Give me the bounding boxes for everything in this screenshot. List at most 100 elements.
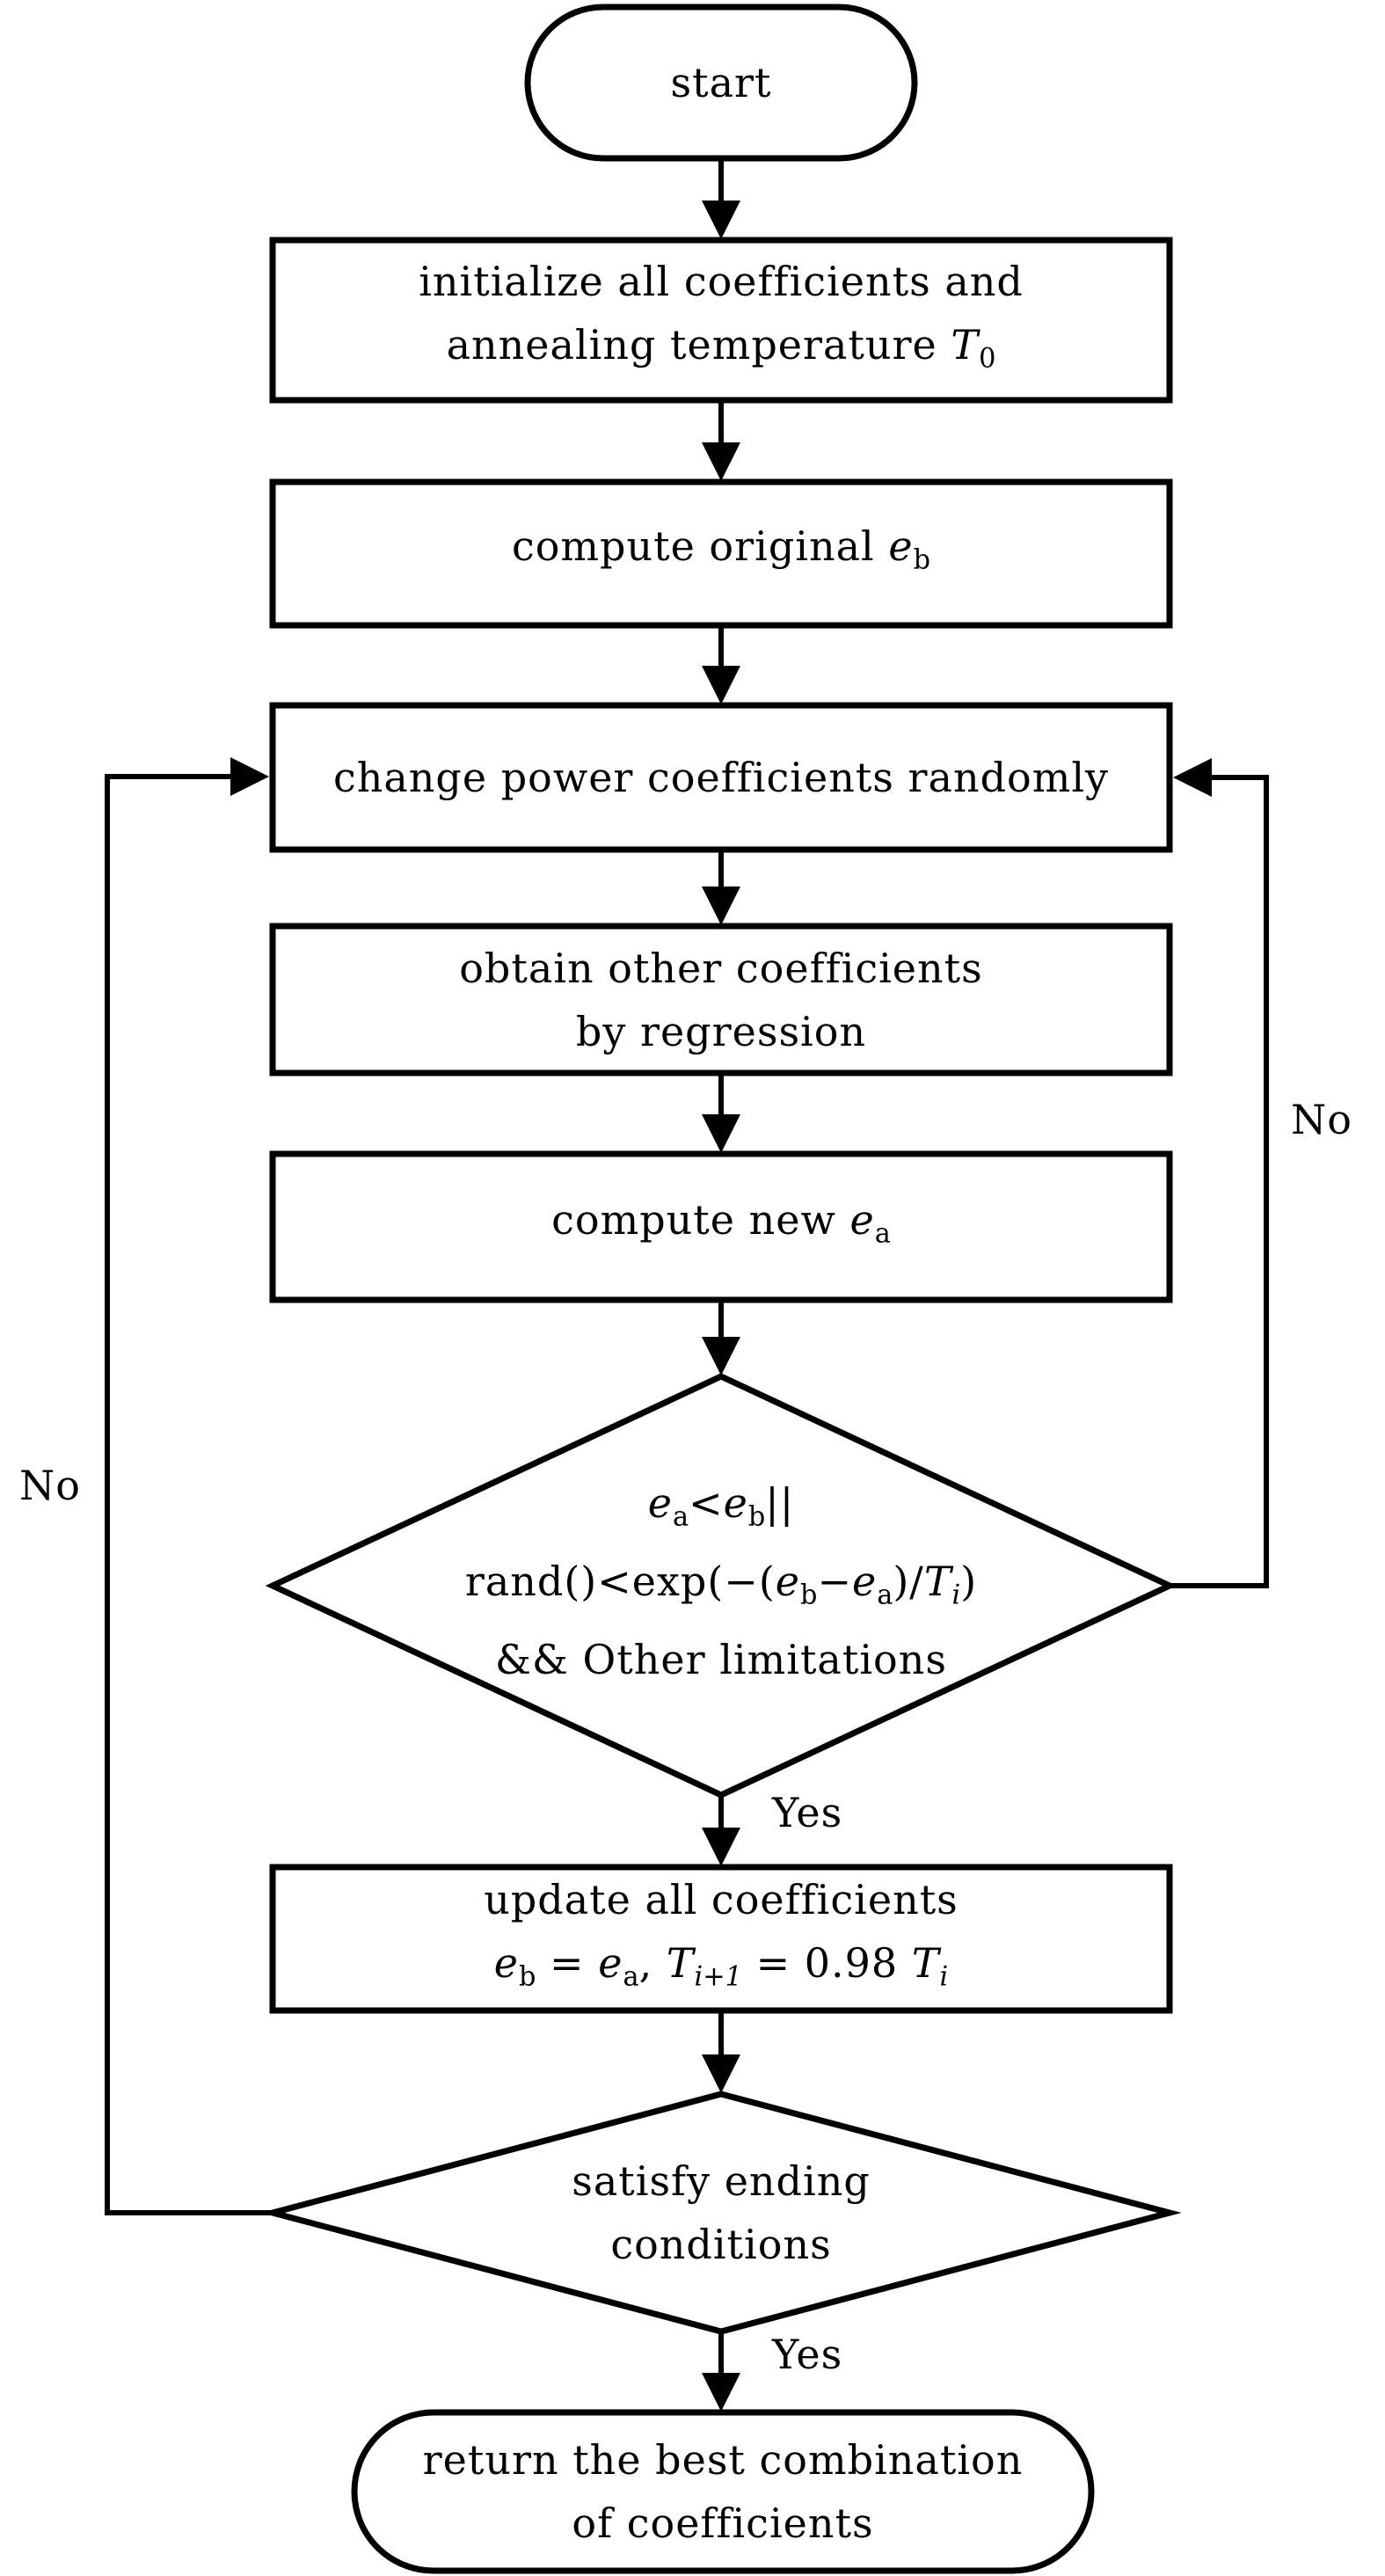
text-segment: e (888, 522, 914, 571)
text-segment: annealing temperature (446, 320, 951, 369)
text-segment: e (775, 1558, 801, 1605)
arrowhead-change-regress (702, 887, 740, 925)
text-segment: i (939, 1961, 949, 1993)
accept-decision-label: ea<eb|| rand()<exp(−(eb−ea)/Ti) && Other… (325, 1436, 1117, 1726)
text-segment: return the best combination (422, 2436, 1024, 2484)
arrowhead-newea-accept (702, 1337, 740, 1376)
text-line: conditions (610, 2213, 831, 2276)
ending-decision-shape (260, 2091, 1182, 2335)
text-segment: update all coefficients (484, 1876, 959, 1924)
text-line: initialize all coefficients and (419, 250, 1024, 313)
orig-eb-process-label: compute original eb (273, 482, 1170, 625)
text-segment: a (672, 1502, 689, 1533)
text-segment: && Other limitations (495, 1635, 947, 1683)
text-line: satisfy ending (572, 2149, 871, 2213)
accept-decision-shape (265, 1373, 1177, 1799)
text-segment: < (689, 1479, 724, 1528)
text-line: && Other limitations (495, 1628, 947, 1691)
connector-accept-no-loop (1170, 775, 1269, 1588)
update-process-label: update all coefficients eb = ea, Ti+1 = … (273, 1867, 1170, 2010)
orig-eb-process-shape (269, 478, 1173, 629)
text-segment: )/ (893, 1558, 924, 1605)
text-line: by regression (576, 1000, 866, 1063)
text-segment: a (623, 1961, 639, 1993)
text-line: compute new ea (551, 1188, 891, 1266)
text-line: rand()<exp(−(eb−ea)/Ti) (465, 1550, 977, 1628)
new-ea-process-shape (269, 1150, 1173, 1303)
text-line: change power coefficients randomly (333, 746, 1109, 809)
text-segment: b (800, 1580, 818, 1611)
text-segment: 0 (979, 343, 996, 375)
text-segment: i+1 (694, 1961, 742, 1993)
arrowhead-init-origeb (702, 442, 740, 481)
arrowhead-ending-end (702, 2373, 740, 2412)
text-segment: compute original (511, 522, 889, 571)
text-segment: T (923, 1558, 952, 1605)
text-segment: compute new (551, 1195, 850, 1244)
arrowhead-ending-no-loop (230, 757, 269, 796)
text-segment: by regression (575, 1007, 867, 1055)
end-terminator-shape (351, 2409, 1095, 2574)
text-segment: conditions (610, 2221, 832, 2268)
text-segment: initialize all coefficients and (419, 257, 1024, 305)
change-process-shape (269, 702, 1173, 853)
text-segment: change power coefficients randomly (332, 754, 1110, 801)
arrowhead-accept-update (702, 1828, 740, 1866)
text-segment: obtain other coefficients (459, 944, 983, 992)
text-segment: b (913, 544, 931, 576)
text-segment: e (598, 1939, 623, 1988)
start-terminator-shape (524, 4, 918, 162)
text-segment: b (519, 1961, 536, 1993)
arrowhead-update-ending (702, 2054, 740, 2093)
change-process-label: change power coefficients randomly (273, 705, 1170, 850)
ending-no-label: No (19, 1462, 81, 1509)
text-segment: of coefficients (572, 2499, 874, 2547)
text-segment: = 0.98 (741, 1939, 912, 1988)
regress-process-shape (269, 923, 1173, 1076)
text-segment: a (874, 1218, 891, 1250)
text-segment: = (536, 1939, 599, 1988)
ending-decision-label: satisfy ending conditions (325, 2100, 1117, 2325)
text-line: ea<eb|| (648, 1471, 795, 1550)
regress-process-label: obtain other coefficients by regression (273, 926, 1170, 1073)
text-line: start (670, 59, 772, 106)
text-segment: || (765, 1479, 795, 1528)
text-line: compute original eb (512, 514, 930, 593)
text-segment: i (951, 1580, 961, 1611)
accept-yes-label: Yes (772, 1789, 843, 1836)
new-ea-process-label: compute new ea (273, 1154, 1170, 1300)
text-segment: satisfy ending (572, 2157, 871, 2205)
text-segment: , (638, 1939, 667, 1988)
init-process-label: initialize all coefficients and annealin… (273, 240, 1170, 400)
text-line: obtain other coefficients (459, 937, 983, 1000)
text-segment: T (911, 1939, 940, 1988)
text-segment: T (666, 1939, 695, 1988)
accept-no-label: No (1291, 1096, 1352, 1143)
text-segment: T (951, 320, 980, 369)
text-line: of coefficients (572, 2492, 873, 2555)
text-segment: a (877, 1580, 893, 1611)
end-terminator-label: return the best combination of coefficie… (354, 2412, 1091, 2571)
text-segment: ) (960, 1558, 978, 1605)
update-process-shape (269, 1864, 1173, 2014)
text-line: annealing temperature T0 (447, 313, 996, 391)
arrowhead-regress-newea (702, 1114, 740, 1153)
arrowhead-start-init (702, 201, 740, 239)
connector-ending-no-loop (105, 774, 273, 2215)
arrowhead-accept-no-loop (1173, 758, 1212, 797)
text-segment: e (849, 1195, 875, 1244)
init-process-shape (269, 237, 1173, 404)
text-segment: rand()<exp(−( (464, 1558, 776, 1605)
text-line: eb = ea, Ti+1 = 0.98 Ti (494, 1931, 948, 2010)
text-segment: e (647, 1479, 673, 1528)
text-segment: e (852, 1558, 878, 1605)
text-segment: − (817, 1558, 853, 1605)
text-line: return the best combination (423, 2428, 1024, 2492)
arrowhead-origeb-change (702, 666, 740, 704)
ending-yes-label: Yes (772, 2331, 843, 2378)
start-terminator-label: start (528, 7, 915, 158)
text-segment: e (723, 1479, 748, 1528)
text-segment: b (747, 1502, 766, 1533)
